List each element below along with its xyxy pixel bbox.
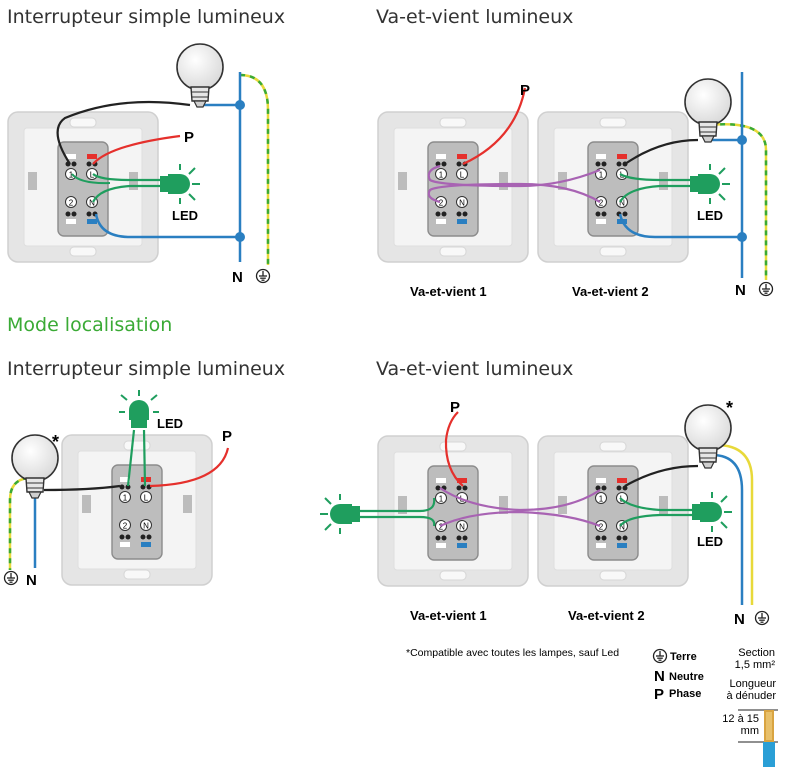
earth-icon xyxy=(255,268,271,284)
phase-label-2: P xyxy=(520,82,530,99)
compat-note: *Compatible avec toutes les lampes, sauf… xyxy=(406,647,619,659)
title-mode-localisation: Mode localisation xyxy=(7,314,173,336)
title-interrupteur-simple-localisation: Interrupteur simple lumineux xyxy=(7,358,286,380)
legend-p-symbol: P xyxy=(654,686,664,703)
title-interrupteur-simple: Interrupteur simple lumineux xyxy=(7,6,286,28)
legend-terre: Terre xyxy=(670,651,697,663)
led-label-1: LED xyxy=(172,208,198,223)
length-value-1: 12 à 15 xyxy=(722,713,759,725)
star-label-3: * xyxy=(52,432,59,452)
phase-label-1: P xyxy=(184,129,194,146)
stripped-wire-icon xyxy=(738,709,778,767)
earth-icon xyxy=(758,281,774,297)
legend-neutre: Neutre xyxy=(669,671,704,683)
neutral-label-3: N xyxy=(26,572,37,589)
section-title: Section xyxy=(738,647,775,659)
length-title-1: Longueur xyxy=(730,678,777,690)
star-label-4: * xyxy=(726,398,733,418)
title-va-et-vient-localisation: Va-et-vient lumineux xyxy=(376,358,574,380)
phase-label-4: P xyxy=(450,399,460,416)
section-value: 1,5 mm² xyxy=(735,659,776,671)
earth-icon xyxy=(3,570,19,586)
diagram-two-way-switch xyxy=(377,72,768,280)
vv2-label-loc: Va-et-vient 2 xyxy=(568,608,645,623)
phase-label-3: P xyxy=(222,428,232,445)
legend-phase: Phase xyxy=(669,688,701,700)
vv1-label: Va-et-vient 1 xyxy=(410,284,487,299)
legend-n-symbol: N xyxy=(654,668,665,685)
led-label-4: LED xyxy=(697,534,723,549)
diagram-simple-switch xyxy=(7,43,270,265)
diagram-two-way-switch-localisation xyxy=(319,404,754,605)
earth-icon xyxy=(754,610,770,626)
led-label-2: LED xyxy=(697,208,723,223)
vv1-label-loc: Va-et-vient 1 xyxy=(410,608,487,623)
length-title-2: à dénuder xyxy=(726,690,776,702)
earth-icon xyxy=(652,648,668,664)
led-label-3: LED xyxy=(157,416,183,431)
length-value-2: mm xyxy=(741,725,759,737)
neutral-label-1: N xyxy=(232,269,243,286)
diagram-simple-switch-localisation xyxy=(8,389,230,586)
vv2-label: Va-et-vient 2 xyxy=(572,284,649,299)
neutral-label-4: N xyxy=(734,611,745,628)
title-va-et-vient: Va-et-vient lumineux xyxy=(376,6,574,28)
neutral-label-2: N xyxy=(735,282,746,299)
